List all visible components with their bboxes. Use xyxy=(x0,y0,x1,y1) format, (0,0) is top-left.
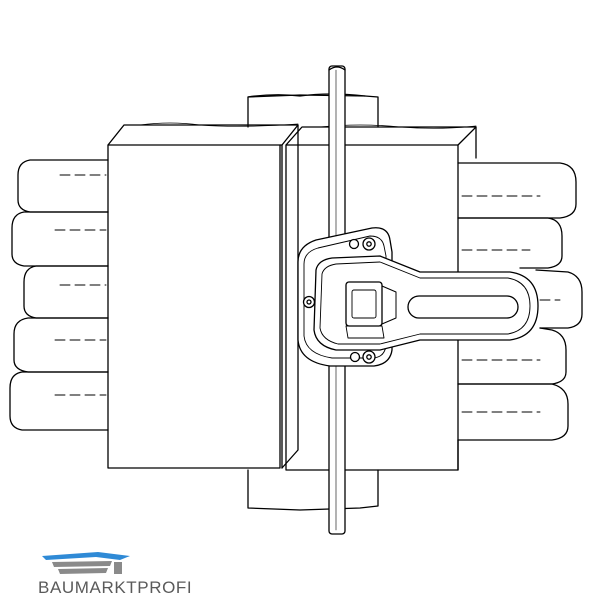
brand-logo: BAUMARKTPROFI xyxy=(38,548,192,597)
right-rails xyxy=(457,162,583,441)
screw-heads xyxy=(302,237,376,364)
lower-back-slab xyxy=(247,469,379,511)
brand-name: BAUMARKTPROFI xyxy=(38,578,193,597)
roof-logo-icon xyxy=(42,552,130,574)
bracket-assembly xyxy=(297,227,539,367)
left-block xyxy=(107,122,299,469)
upper-back-slab xyxy=(247,93,379,128)
left-rails xyxy=(9,159,109,431)
